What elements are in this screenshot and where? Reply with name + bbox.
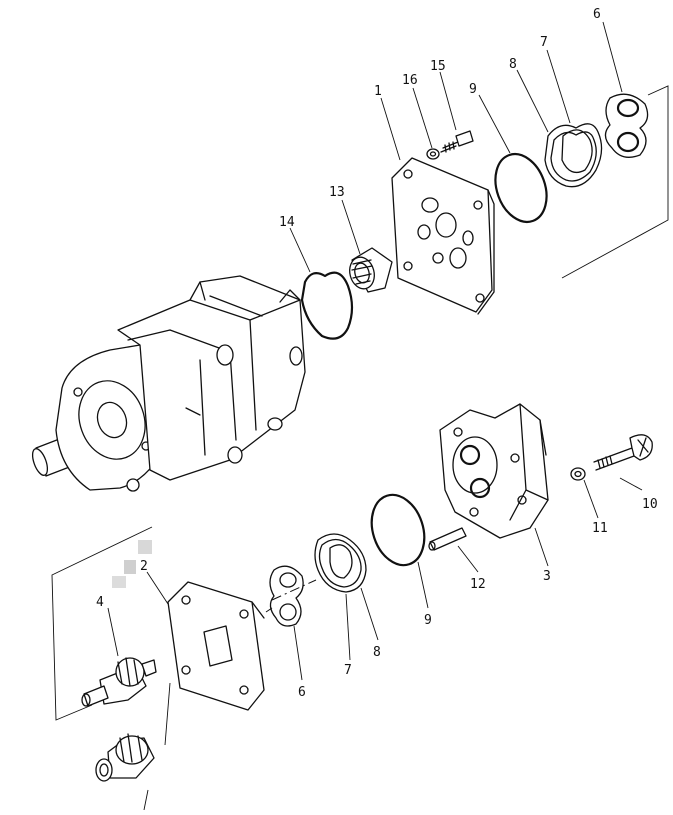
callout-14: 14 bbox=[279, 215, 295, 230]
leader-lines bbox=[107, 21, 643, 681]
part-15-bolt bbox=[440, 130, 474, 153]
part-13-bearing bbox=[349, 247, 393, 293]
part-4-gear bbox=[81, 657, 157, 707]
callout-11: 11 bbox=[592, 521, 608, 536]
part-1-cover-plate bbox=[391, 157, 495, 315]
callout-10: 10 bbox=[642, 497, 658, 512]
bracket-bottom bbox=[51, 526, 153, 721]
part-14-gasket bbox=[300, 271, 354, 340]
callout-8-top: 8 bbox=[509, 57, 517, 72]
part-16-washer bbox=[426, 148, 440, 160]
part-10-bolt bbox=[593, 434, 653, 471]
part-8-gasket-top bbox=[561, 129, 593, 174]
part-2-plate bbox=[167, 581, 265, 711]
callout-12: 12 bbox=[470, 577, 486, 592]
callout-2: 2 bbox=[140, 559, 148, 574]
centerline-lower bbox=[271, 579, 317, 601]
callout-7-bottom: 7 bbox=[344, 663, 352, 678]
callout-9-bottom: 9 bbox=[424, 613, 432, 628]
callout-15: 15 bbox=[430, 59, 446, 74]
callout-labels: 6 7 15 16 8 9 1 13 14 10 11 12 3 9 8 7 6… bbox=[96, 7, 658, 700]
callout-6-bottom: 6 bbox=[298, 685, 306, 700]
callout-7-top: 7 bbox=[540, 35, 548, 50]
callout-8-bottom: 8 bbox=[373, 645, 381, 660]
bracket-top bbox=[561, 85, 669, 279]
part-11-washer bbox=[570, 467, 586, 481]
callout-1: 1 bbox=[374, 84, 382, 99]
part-7-gasket-bottom bbox=[318, 538, 362, 588]
part-6-seal-bottom bbox=[269, 565, 304, 627]
callout-3: 3 bbox=[543, 569, 551, 584]
part-3-housing bbox=[439, 403, 549, 539]
callout-6-top: 6 bbox=[593, 7, 601, 22]
part-gear-lower bbox=[95, 733, 155, 782]
callout-4: 4 bbox=[96, 595, 104, 610]
part-9-oring-bottom bbox=[370, 493, 426, 567]
part-7-gasket-top bbox=[544, 123, 603, 188]
callout-13: 13 bbox=[329, 185, 345, 200]
blurred-mark bbox=[112, 540, 152, 588]
part-9-oring-top bbox=[494, 153, 548, 223]
part-6-seal-top bbox=[604, 93, 649, 158]
callout-16: 16 bbox=[402, 73, 418, 88]
callout-9-top: 9 bbox=[469, 82, 477, 97]
part-8-gasket-bottom bbox=[314, 533, 367, 593]
part-12-pin bbox=[428, 527, 467, 551]
pump-assembly bbox=[31, 275, 306, 492]
